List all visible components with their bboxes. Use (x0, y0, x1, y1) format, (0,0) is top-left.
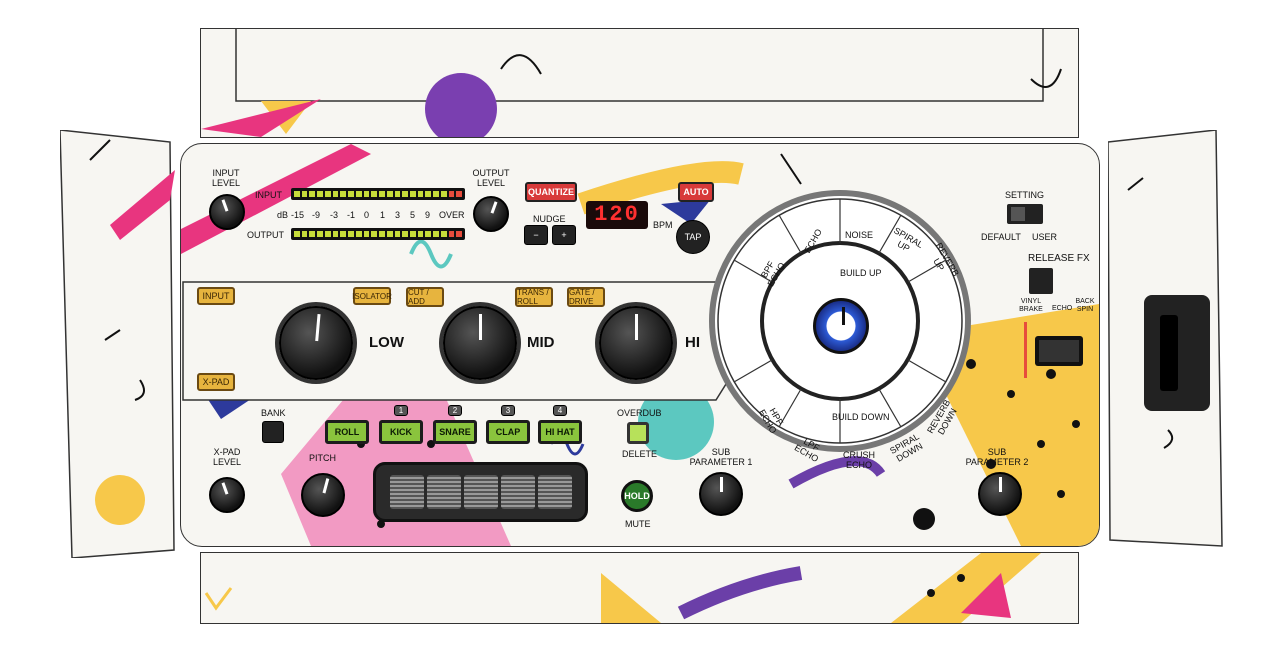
output-meter-label: OUTPUT (247, 230, 284, 240)
main-panel: INPUT LEVEL INPUT dB -15 -9 -3 -1 0 1 3 … (180, 143, 1100, 547)
x-pad-segment-2 (426, 475, 461, 509)
meter-scale-m1: -1 (347, 210, 356, 220)
nudge-plus-button[interactable]: + (552, 225, 576, 245)
cut-add-button[interactable]: CUT / ADD (406, 287, 444, 307)
mid-knob[interactable] (443, 306, 517, 380)
snare-pad[interactable]: SNARE (433, 420, 477, 444)
gate-drive-button[interactable]: GATE / DRIVE (567, 287, 605, 307)
meter-scale-3: 3 (395, 210, 401, 220)
release-fx-button[interactable] (1029, 268, 1053, 294)
x-pad-segment-1 (389, 475, 424, 509)
mute-label: MUTE (625, 519, 651, 529)
input-meter (291, 188, 465, 200)
bottom-skin-panel (200, 552, 1079, 624)
mid-label: MID (527, 334, 555, 351)
left-skin-art (60, 130, 175, 558)
hi-label: HI (685, 334, 700, 351)
bpm-label: BPM (653, 220, 673, 230)
overdub-button[interactable] (627, 422, 649, 444)
right-skin-panel (1108, 130, 1223, 548)
sub-parameter-2-label: SUB PARAMETER 2 (965, 447, 1029, 467)
sub-parameter-2-knob[interactable] (978, 472, 1022, 516)
isolator-button[interactable]: ISOLATOR (352, 287, 392, 305)
left-skin-panel (60, 130, 175, 558)
release-fx-lever[interactable] (1035, 336, 1083, 366)
meter-scale-1: 1 (380, 210, 386, 220)
sub-parameter-1-label: SUB PARAMETER 1 (689, 447, 753, 467)
bpm-display: 120 (586, 201, 648, 229)
nudge-label: NUDGE (533, 214, 566, 224)
hi-hat-pad[interactable]: HI HAT (538, 420, 582, 444)
x-pad-segment-4 (500, 475, 535, 509)
setting-switch[interactable] (1007, 204, 1043, 224)
quantize-button[interactable]: QUANTIZE (525, 182, 577, 202)
meter-scale-db: dB (277, 210, 289, 220)
default-label: DEFAULT (981, 232, 1021, 242)
wheel-crush-echo[interactable]: CRUSH ECHO (842, 450, 875, 470)
top-skin-art (201, 29, 1078, 137)
overdub-label: OVERDUB (617, 408, 662, 418)
input-meter-label: INPUT (255, 190, 282, 200)
user-label: USER (1032, 232, 1058, 242)
wheel-build-down: BUILD DOWN (832, 412, 890, 422)
x-pad-level-label: X-PAD LEVEL (212, 447, 242, 467)
input-level-label: INPUT LEVEL (211, 168, 241, 188)
roll-pad[interactable]: ROLL (325, 420, 369, 444)
hold-button[interactable]: HOLD (621, 480, 653, 512)
meter-scale-over: OVER (439, 210, 465, 220)
low-knob[interactable] (279, 306, 353, 380)
clap-pad[interactable]: CLAP (486, 420, 530, 444)
top-skin-panel (200, 28, 1079, 138)
echo-label: ECHO (1052, 305, 1073, 312)
wheel-noise[interactable]: NOISE (845, 230, 874, 240)
pad-number-2: 2 (448, 405, 462, 416)
pitch-label: PITCH (309, 453, 336, 463)
nudge-minus-button[interactable]: − (524, 225, 548, 245)
wheel-center-knob[interactable] (813, 298, 869, 354)
pitch-knob[interactable] (301, 473, 345, 517)
wheel-build-up: BUILD UP (840, 268, 882, 278)
release-fx-label: RELEASE FX (1028, 253, 1090, 264)
input-button[interactable]: INPUT (197, 287, 235, 305)
vinyl-brake-label: VINYL BRAKE (1019, 298, 1043, 313)
bank-button[interactable] (262, 421, 284, 443)
tap-button[interactable]: TAP (676, 220, 710, 254)
output-level-knob[interactable] (473, 196, 509, 232)
x-pad-touch-strip[interactable] (373, 462, 588, 522)
auto-button[interactable]: AUTO (678, 182, 714, 202)
pad-number-4: 4 (553, 405, 567, 416)
dj-skins-logo (913, 508, 935, 530)
setting-label: SETTING (1005, 190, 1045, 200)
side-port-slot (1160, 315, 1178, 391)
bank-label: BANK (261, 408, 286, 418)
meter-scale-0: 0 (364, 210, 370, 220)
x-pad-level-knob[interactable] (209, 477, 245, 513)
x-pad-button[interactable]: X-PAD (197, 373, 235, 391)
pad-number-3: 3 (501, 405, 515, 416)
low-label: LOW (369, 334, 404, 351)
output-level-label: OUTPUT LEVEL (472, 168, 510, 188)
meter-scale-m15: -15 (291, 210, 305, 220)
sub-parameter-1-knob[interactable] (699, 472, 743, 516)
trans-roll-button[interactable]: TRANS / ROLL (515, 287, 553, 307)
meter-scale-5: 5 (410, 210, 416, 220)
red-indicator (1024, 322, 1027, 378)
kick-pad[interactable]: KICK (379, 420, 423, 444)
meter-scale-m9: -9 (312, 210, 321, 220)
pad-number-1: 1 (394, 405, 408, 416)
meter-scale-m3: -3 (330, 210, 339, 220)
delete-label: DELETE (622, 449, 658, 459)
x-pad-segment-3 (463, 475, 498, 509)
back-spin-label: BACK SPIN (1075, 298, 1095, 313)
input-level-knob[interactable] (209, 194, 245, 230)
output-meter (291, 228, 465, 240)
bottom-skin-art (204, 553, 1041, 623)
hi-knob[interactable] (599, 306, 673, 380)
meter-scale-9: 9 (425, 210, 431, 220)
x-pad-segment-5 (537, 475, 572, 509)
